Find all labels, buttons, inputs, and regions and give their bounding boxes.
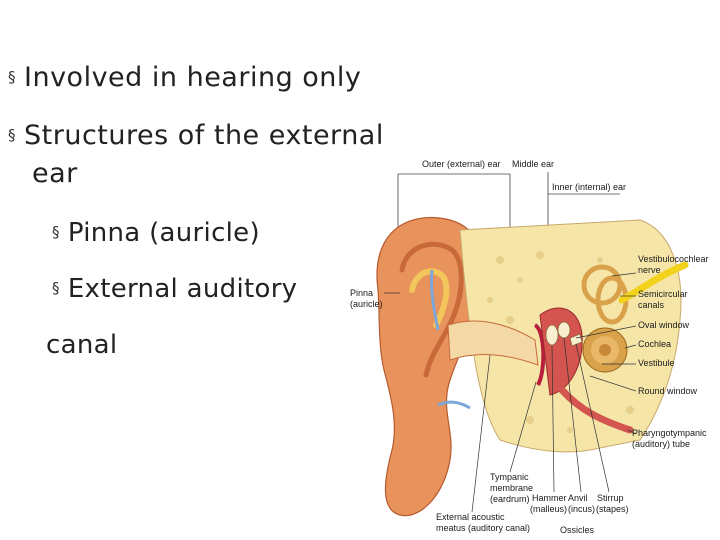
label-tympanic-sub2: (eardrum) xyxy=(490,494,530,504)
tympanic-membrane xyxy=(533,323,546,386)
label-stirrup: Stirrup xyxy=(597,493,624,503)
label-vestibulocochlear-sub: nerve xyxy=(638,265,661,275)
bullet-text: Structures of the external xyxy=(24,120,384,151)
label-tympanic: Tympanic xyxy=(490,472,529,482)
label-cochlea: Cochlea xyxy=(638,339,671,349)
label-hammer: Hammer xyxy=(532,493,567,503)
ear-canal xyxy=(447,320,539,366)
leader-lines xyxy=(384,272,637,513)
label-semicircular: Semicircular xyxy=(638,289,688,299)
label-pinna: Pinna xyxy=(350,288,373,298)
label-ext-acoustic-sub: meatus (auditory canal) xyxy=(436,523,530,533)
bullet-text: External auditory xyxy=(67,274,298,304)
square-bullet-icon: § xyxy=(52,279,60,297)
label-ext-acoustic: External acoustic xyxy=(436,512,505,522)
sub-bullet-item: § Pinna (auricle) xyxy=(52,218,260,248)
label-inner-ear: Inner (internal) ear xyxy=(552,182,626,192)
label-pharyngotympanic-sub: (auditory) tube xyxy=(632,439,690,449)
label-oval-window: Oval window xyxy=(638,320,690,330)
ear-anatomy-figure: Outer (external) ear Middle ear Inner (i… xyxy=(340,150,720,540)
label-pharyngotympanic: Pharyngotympanic xyxy=(632,428,707,438)
label-tympanic-sub: membrane xyxy=(490,483,533,493)
bullet-item: § Structures of the external xyxy=(8,120,384,151)
label-outer-ear: Outer (external) ear xyxy=(422,159,501,169)
sub-bullet-item: § External auditory xyxy=(52,274,297,304)
cochlea-shape xyxy=(582,327,628,373)
bullet-continuation: ear xyxy=(32,158,78,189)
label-ossicles: Ossicles xyxy=(560,525,595,535)
ossicles-shape xyxy=(545,321,583,347)
square-bullet-icon: § xyxy=(52,223,60,241)
square-bullet-icon: § xyxy=(8,126,16,144)
label-anvil-sub: (incus) xyxy=(568,504,595,514)
label-anvil: Anvil xyxy=(568,493,588,503)
pinna-cartilage xyxy=(409,268,450,328)
label-vestibule: Vestibule xyxy=(638,358,675,368)
bullet-item: § Involved in hearing only xyxy=(8,62,361,93)
pinna-helix-fold xyxy=(399,241,464,378)
label-hammer-sub: (malleus) xyxy=(530,504,567,514)
label-stirrup-sub: (stapes) xyxy=(596,504,629,514)
label-round-window: Round window xyxy=(638,386,698,396)
bullet-text: Involved in hearing only xyxy=(24,62,362,93)
square-bullet-icon: § xyxy=(8,68,16,86)
label-pinna-sub: (auricle) xyxy=(350,299,383,309)
vestibulocochlear-nerve xyxy=(618,261,689,304)
bullet-continuation: canal xyxy=(46,330,118,360)
label-middle-ear: Middle ear xyxy=(512,159,554,169)
ear-anatomy-diagram: Outer (external) ear Middle ear Inner (i… xyxy=(350,159,709,535)
bullet-text: Pinna (auricle) xyxy=(67,218,260,248)
bone-texture xyxy=(487,251,634,433)
vessel xyxy=(430,269,440,331)
label-vestibulocochlear: Vestibulocochlear xyxy=(638,254,709,264)
label-semicircular-sub: canals xyxy=(638,300,665,310)
vessel xyxy=(437,400,471,410)
bullet-list: § Involved in hearing only § Structures of… xyxy=(8,62,384,360)
